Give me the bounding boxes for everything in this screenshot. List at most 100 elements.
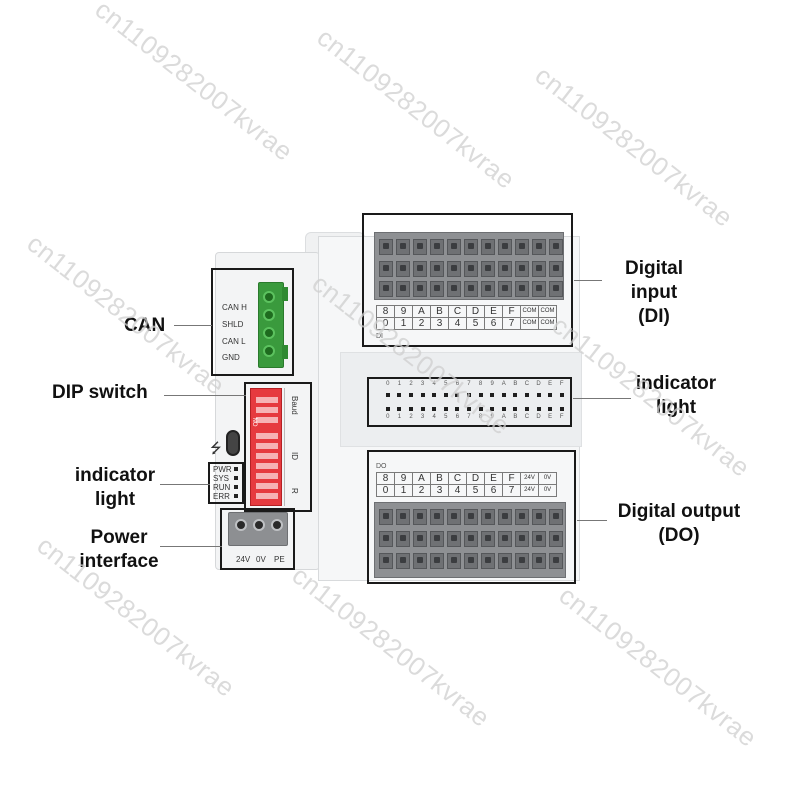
led-frame [208,462,244,504]
do-pin-label: A [412,472,431,485]
can-connector [258,282,288,368]
indicator-led [556,407,568,411]
power-pin [253,519,265,531]
leader-line-di [574,280,602,281]
do-pin-label: 6 [484,484,503,497]
callout-indicator-left: indicator light [74,465,156,510]
di-pin-label: 9 [394,305,413,318]
indicator-led-row-top [382,393,568,397]
power-label-pe: PE [274,555,285,564]
indicator-number: F [559,414,564,420]
leader-line-dip [164,395,246,396]
indicator-led [394,393,406,397]
indicator-number: 1 [397,414,402,420]
power-pin [271,519,283,531]
callout-digital-output: Digital output (DO) [617,501,741,546]
do-pin-label: C [448,472,467,485]
dip-id-label: ID [290,452,299,460]
power-label-24v: 24V [236,555,251,564]
power-frame [220,508,295,570]
dip-on-label: ON [253,417,260,427]
indicator-number: C [524,381,530,387]
indicator-number: 7 [467,381,471,387]
dip-lever [256,443,278,449]
indicator-led [475,407,487,411]
indicator-number: B [513,414,518,420]
led-label-sys: SYS [213,474,230,483]
can-label-gnd: GND [222,353,240,362]
indicator-led [405,393,417,397]
indicator-led [544,393,556,397]
can-label-shld: SHLD [222,320,244,329]
indicator-led [394,407,406,411]
indicator-led [486,407,498,411]
di-pin-label: COM [538,317,557,330]
dip-r-label: R [290,488,299,494]
callout-digital-input: Digital input (DI) [624,258,684,327]
do-pin-label: B [430,472,449,485]
indicator-led [452,407,464,411]
indicator-led [486,393,498,397]
indicator-number: 9 [490,414,494,420]
di-pin-label: 3 [430,317,449,330]
dip-lever [256,483,278,489]
dip-switch: ON [250,388,282,506]
indicator-led [382,407,394,411]
dip-lever [256,433,278,439]
indicator-number: 2 [409,381,413,387]
indicator-led [417,407,429,411]
di-terminal-row [379,261,563,277]
indicator-number: 4 [432,381,436,387]
watermark-text: cn1109282007kvrae [529,60,739,233]
leader-line-power [160,546,222,547]
watermark-text: cn1109282007kvrae [553,580,763,753]
di-pin-label: COM [520,305,539,318]
indicator-led [428,407,440,411]
indicator-number: 8 [478,414,483,420]
leader-line-do [577,520,607,521]
do-pin-label: E [484,472,503,485]
indicator-led [510,407,522,411]
di-pin-label: 6 [484,317,503,330]
do-pin-label: 24V [520,484,539,497]
indicator-led [521,393,533,397]
indicator-led [556,393,568,397]
di-pin-label: 1 [394,317,413,330]
digital-input-frame [362,213,573,347]
di-pin-label: 7 [502,317,521,330]
dip-lever [256,397,278,403]
power-pin [235,519,247,531]
leader-line-indicator-right [573,398,631,399]
indicator-number: 5 [444,414,448,420]
indicator-led [452,393,464,397]
indicator-led [440,393,452,397]
can-latch [282,345,288,359]
led-indicator [234,467,238,471]
callout-can: CAN [124,315,166,336]
dip-baud-label: Baud [290,396,299,415]
di-tag: DI [376,333,383,340]
do-pin-label: D [466,472,485,485]
indicator-led [533,407,545,411]
di-pin-label: 2 [412,317,431,330]
do-pin-label: 8 [376,472,395,485]
do-terminal-row [379,531,563,547]
usb-icon: ⭍ [210,440,222,456]
watermark-text: cn1109282007kvrae [89,0,299,167]
di-terminal-block [374,232,564,300]
led-label-pwr: PWR [213,465,232,474]
dip-lever [256,417,278,423]
do-terminal-block [374,502,566,578]
do-pin-label: 2 [412,484,431,497]
usb-port [226,430,240,456]
dip-side-labels: Baud ID R [284,388,306,506]
di-pin-label: F [502,305,521,318]
can-label-canl: CAN L [222,337,246,346]
di-pin-label: E [484,305,503,318]
di-pin-label: COM [520,317,539,330]
device-indicator-band [340,352,582,447]
do-tag: DO [376,463,387,470]
power-connector [228,512,288,546]
can-pin [263,309,275,321]
di-pin-label: 5 [466,317,485,330]
